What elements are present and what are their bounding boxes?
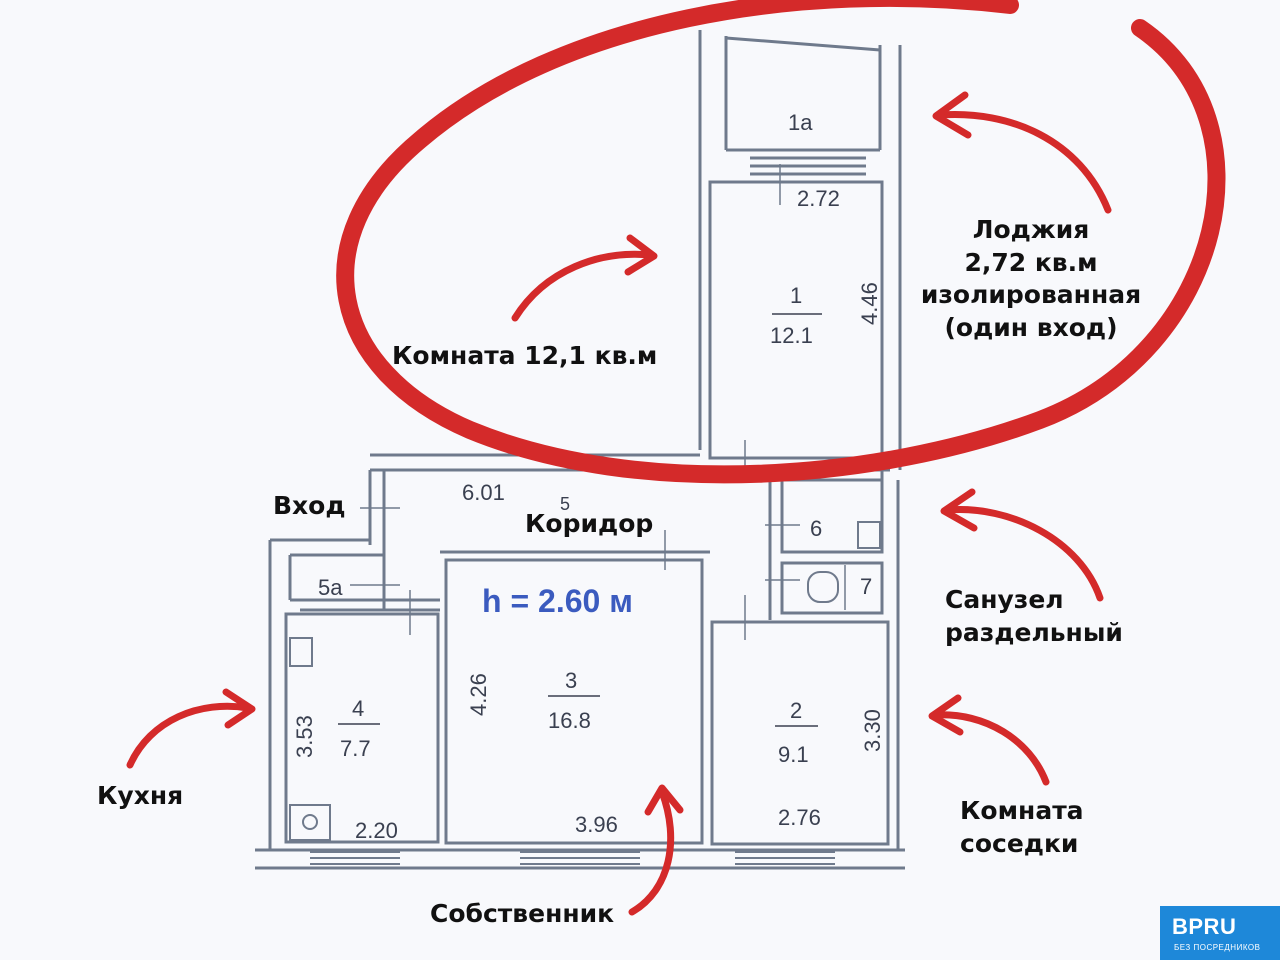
room-5a-number: 5а bbox=[318, 575, 343, 600]
label-loggia: Лоджия 2,72 кв.м изолированная (один вхо… bbox=[915, 214, 1147, 344]
bpru-watermark: BPRU БЕЗ ПОСРЕДНИКОВ bbox=[1160, 906, 1280, 960]
label-bathroom-line2: раздельный bbox=[945, 617, 1123, 647]
label-loggia-line3: изолированная bbox=[920, 280, 1142, 309]
label-neighbor-line1: Комната bbox=[960, 796, 1084, 825]
arrow-bathroom bbox=[944, 506, 1104, 602]
room-5-number: 5 bbox=[560, 494, 570, 514]
arrows bbox=[126, 91, 1112, 916]
arrow-neighbor bbox=[931, 711, 1050, 786]
label-entrance: Вход bbox=[273, 491, 346, 520]
arrow-loggia bbox=[936, 110, 1112, 214]
label-loggia-line1: Лоджия bbox=[972, 215, 1090, 244]
room-5-area: 6.01 bbox=[462, 480, 505, 505]
label-kitchen: Кухня bbox=[97, 781, 184, 810]
room-1-area: 12.1 bbox=[770, 323, 813, 348]
label-bathroom-line1: Санузел bbox=[945, 585, 1064, 614]
arrow-owner bbox=[628, 788, 675, 916]
room-2-length: 3.30 bbox=[860, 709, 885, 752]
room-2-number: 2 bbox=[790, 698, 802, 723]
label-neighbor-room: Комната соседки bbox=[960, 795, 1084, 860]
room-3-area: 16.8 bbox=[548, 708, 591, 733]
room-1-length: 4.46 bbox=[857, 282, 882, 325]
room-6-number: 6 bbox=[810, 516, 822, 541]
highlight-ellipse bbox=[336, 0, 1226, 484]
room-4-area: 7.7 bbox=[340, 736, 371, 761]
label-room-12: Комната 12,1 кв.м bbox=[392, 341, 658, 370]
room-3-width: 3.96 bbox=[575, 812, 618, 837]
label-bathroom: Санузел раздельный bbox=[945, 584, 1123, 649]
room-3-number: 3 bbox=[565, 668, 577, 693]
room-1-number: 1 bbox=[790, 283, 802, 308]
room-7-number: 7 bbox=[860, 574, 872, 599]
room-labels: 1а 2.72 1 12.1 4.46 6.01 5 6 7 5а 4 7.7 … bbox=[292, 110, 885, 843]
label-corridor: Коридор bbox=[525, 509, 654, 538]
bpru-logo: BPRU bbox=[1172, 914, 1237, 939]
room-1a-width: 2.72 bbox=[797, 186, 840, 211]
room-4-number: 4 bbox=[352, 696, 364, 721]
room-2-area: 9.1 bbox=[778, 742, 809, 767]
label-loggia-line4: (один вход) bbox=[944, 312, 1118, 342]
bpru-subtitle: БЕЗ ПОСРЕДНИКОВ bbox=[1174, 943, 1261, 952]
room-3-length: 4.26 bbox=[466, 673, 491, 716]
arrow-kitchen bbox=[126, 702, 252, 769]
room-1a-number: 1а bbox=[788, 110, 813, 135]
label-owner: Собственник bbox=[430, 899, 615, 928]
label-neighbor-line2: соседки bbox=[960, 828, 1079, 858]
room-4-length: 3.53 bbox=[292, 715, 317, 758]
arrow-room-12 bbox=[511, 250, 654, 322]
room-4-width: 2.20 bbox=[355, 818, 398, 843]
ceiling-height-stamp: h = 2.60 м bbox=[482, 583, 633, 619]
room-2-width: 2.76 bbox=[778, 805, 821, 830]
label-loggia-line2: 2,72 кв.м bbox=[964, 247, 1098, 277]
